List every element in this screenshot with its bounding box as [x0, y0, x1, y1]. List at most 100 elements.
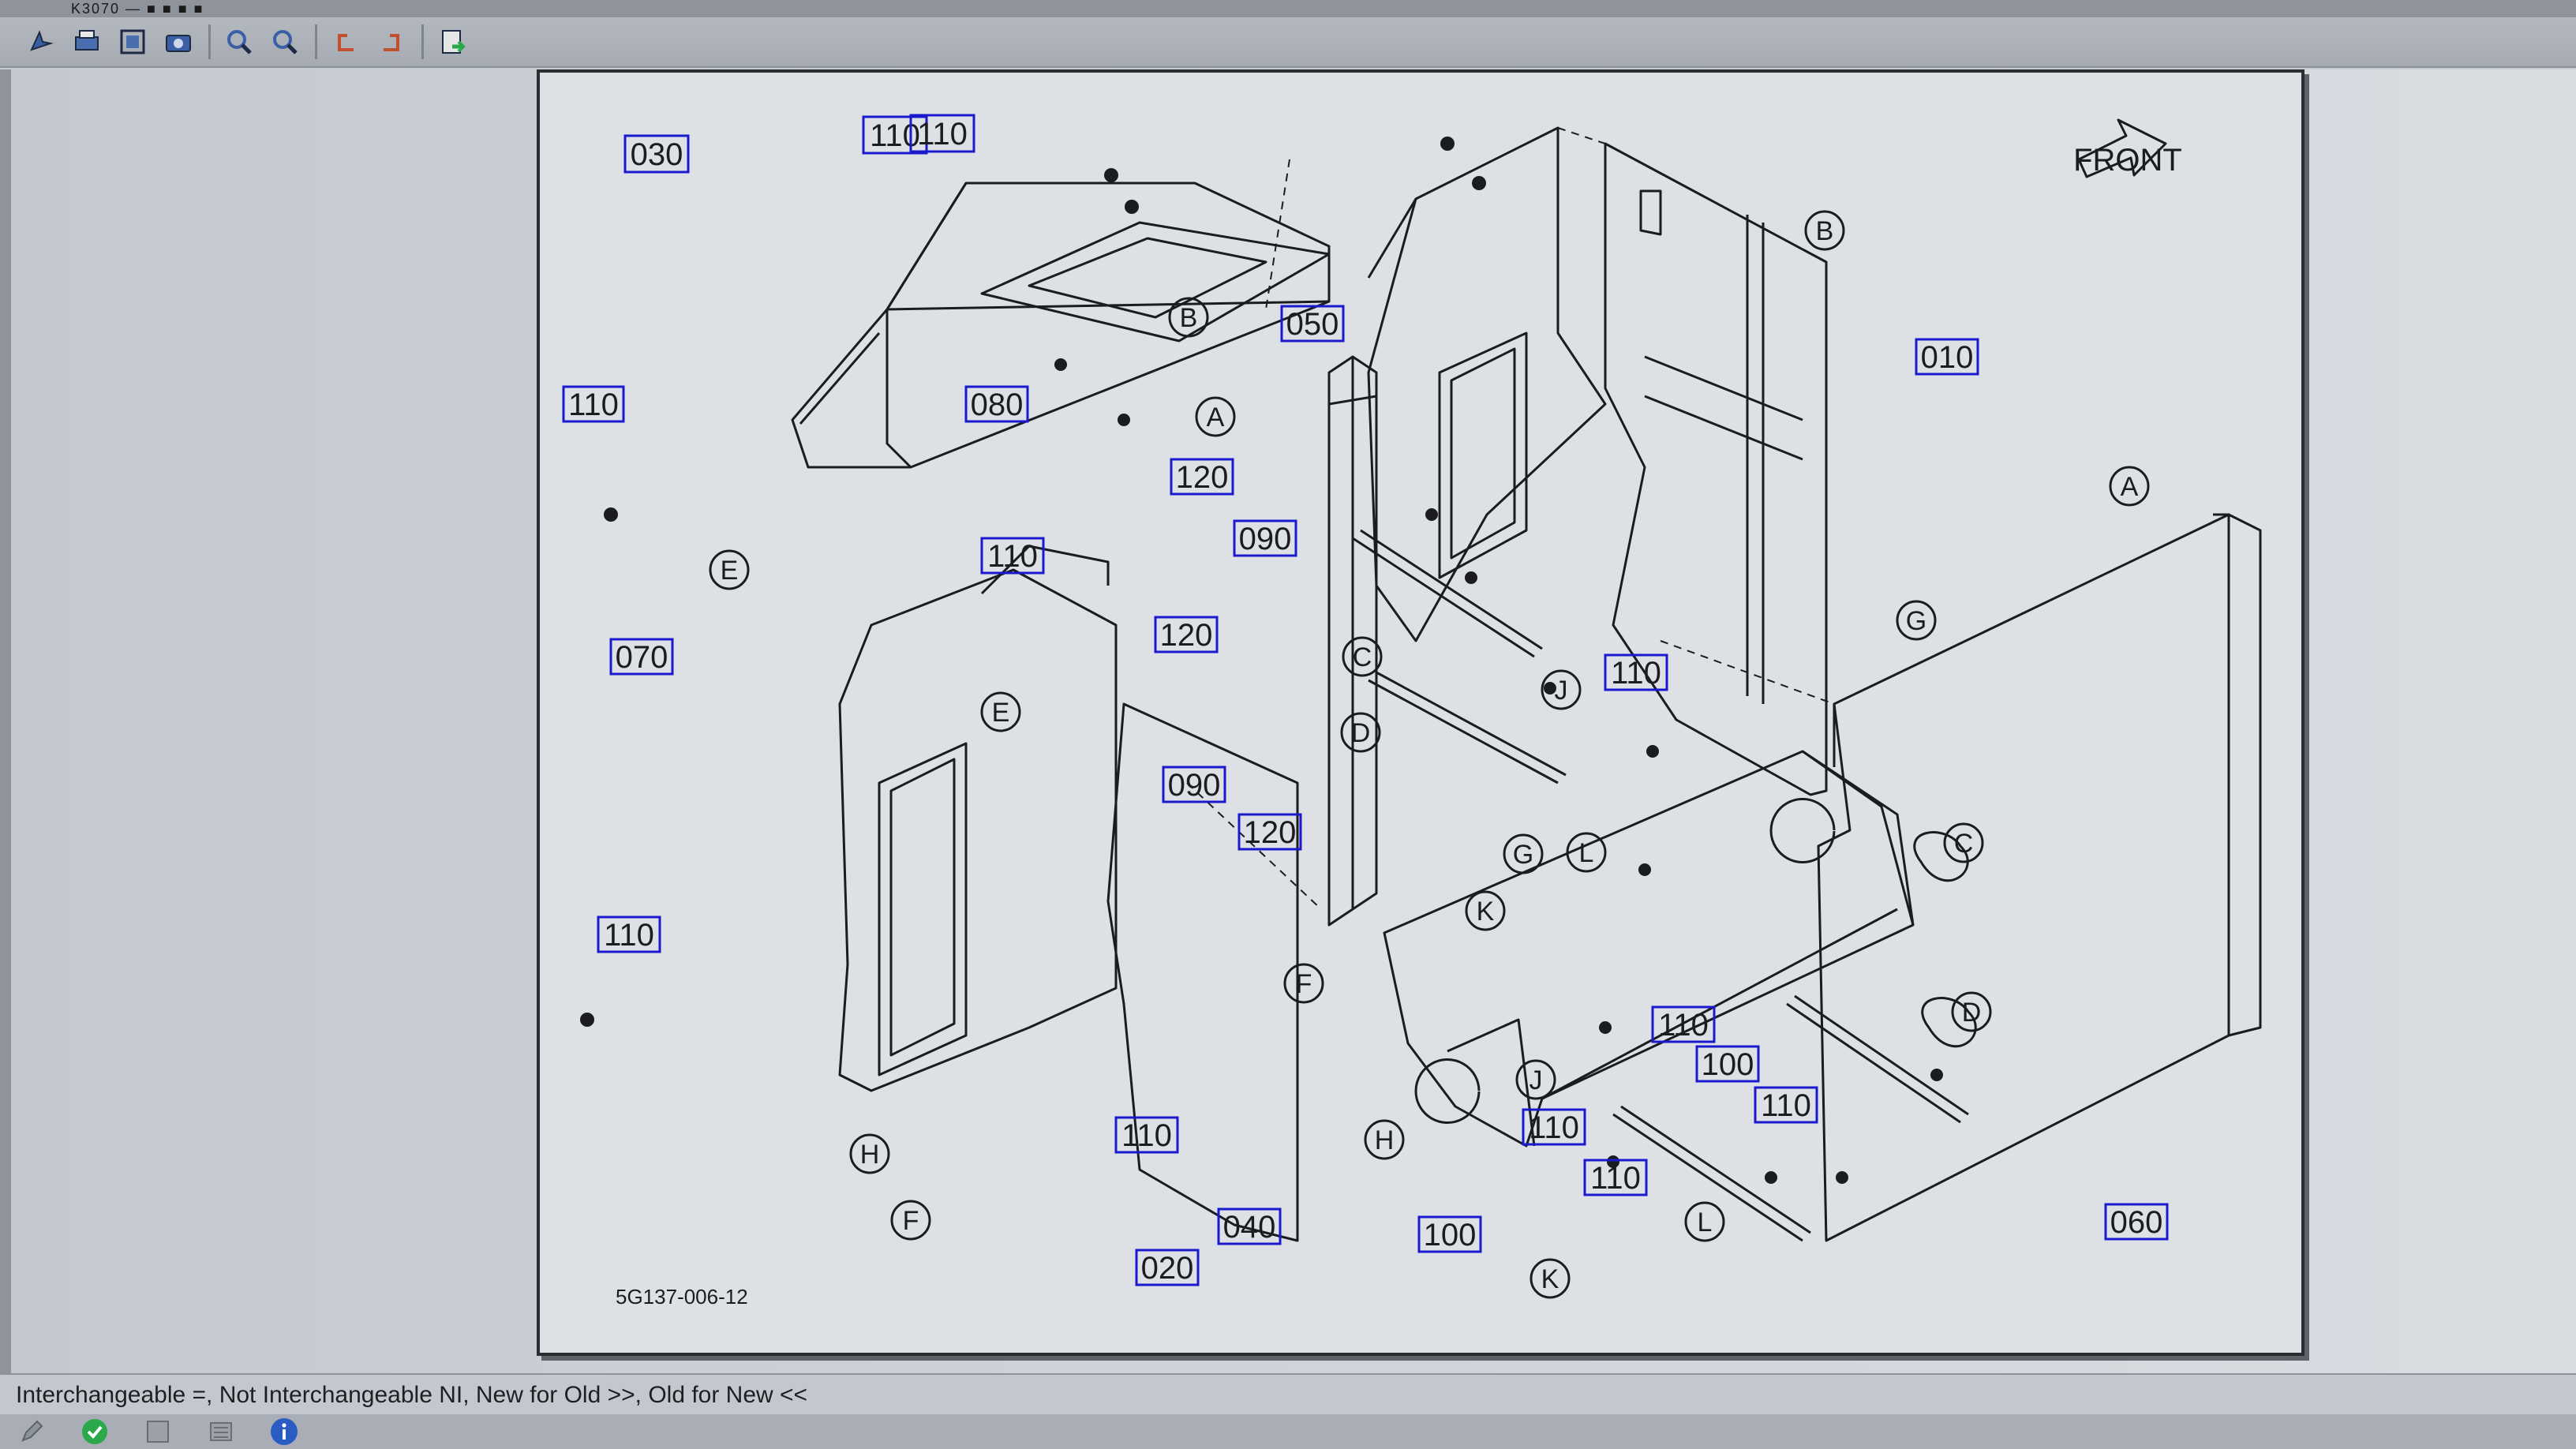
ref-letter-J: J — [1541, 669, 1582, 710]
exploded-parts-diagram: 030 110 110 110 080 120 110 090 120 050 … — [562, 114, 2262, 1309]
window-title: K3070 — ■ ■ ■ ■ — [71, 1, 204, 17]
svg-text:B: B — [1816, 216, 1834, 246]
part-label-060[interactable]: 060 — [2104, 1203, 2169, 1241]
ref-letter-L: L — [1684, 1201, 1725, 1242]
svg-text:H: H — [860, 1140, 880, 1170]
part-010-side-frame — [1604, 142, 1828, 796]
camera-button[interactable] — [161, 24, 196, 59]
info-button[interactable] — [268, 1416, 300, 1447]
part-label-110[interactable]: 110 — [1583, 1159, 1648, 1196]
pointer-tool-button[interactable] — [24, 24, 58, 59]
svg-text:120: 120 — [1244, 815, 1297, 850]
part-label-030[interactable]: 030 — [623, 134, 690, 174]
part-label-110[interactable]: 110 — [1604, 653, 1668, 691]
zoom-out-button[interactable] — [268, 24, 302, 59]
part-label-110[interactable]: 110 — [1522, 1108, 1586, 1146]
svg-text:110: 110 — [568, 388, 619, 422]
part-label-120[interactable]: 120 — [1154, 616, 1219, 653]
zoom-out-icon — [273, 30, 298, 54]
window-left-edge — [0, 69, 11, 1380]
svg-text:G: G — [1513, 840, 1533, 870]
forward-button[interactable] — [374, 24, 409, 59]
part-label-020[interactable]: 020 — [1135, 1249, 1200, 1286]
fit-window-button[interactable] — [115, 24, 150, 59]
part-label-040[interactable]: 040 — [1217, 1208, 1282, 1245]
part-label-110[interactable]: 110 — [562, 385, 625, 423]
part-090-bars — [1352, 529, 1567, 784]
svg-text:110: 110 — [1121, 1118, 1172, 1153]
svg-text:K: K — [1541, 1264, 1559, 1294]
part-label-080[interactable]: 080 — [964, 385, 1029, 423]
part-070-left-frame — [838, 545, 1118, 1092]
list-icon — [210, 1422, 232, 1441]
toolbar-separator — [315, 24, 317, 59]
svg-text:110: 110 — [604, 918, 654, 953]
svg-text:J: J — [1530, 1065, 1543, 1095]
svg-text:100: 100 — [1702, 1047, 1754, 1082]
part-label-100[interactable]: 100 — [1695, 1045, 1760, 1083]
leader-lines — [1186, 127, 1835, 910]
toolbar — [0, 17, 2576, 68]
back-arrow-icon — [338, 34, 354, 51]
ref-letter-K: K — [1465, 890, 1506, 931]
svg-text:110: 110 — [1611, 656, 1661, 691]
svg-text:110: 110 — [1658, 1008, 1709, 1043]
part-label-110[interactable]: 110 — [909, 114, 975, 153]
svg-text:E: E — [721, 556, 739, 586]
list-button[interactable] — [205, 1416, 237, 1447]
svg-text:110: 110 — [1529, 1110, 1579, 1145]
svg-text:100: 100 — [1424, 1218, 1477, 1252]
svg-text:120: 120 — [1176, 460, 1229, 495]
part-label-110[interactable]: 110 — [1754, 1086, 1818, 1124]
svg-text:030: 030 — [631, 137, 683, 172]
interchangeability-legend: Interchangeable =, Not Interchangeable N… — [16, 1382, 808, 1408]
check-icon — [82, 1419, 107, 1444]
ref-letter-G: G — [1896, 600, 1937, 641]
status-legend-bar: Interchangeable =, Not Interchangeable N… — [0, 1373, 2576, 1414]
svg-text:110: 110 — [870, 118, 920, 153]
svg-text:L: L — [1579, 838, 1594, 868]
ref-letter-F: F — [890, 1200, 931, 1241]
ref-letter-B: B — [1168, 297, 1209, 338]
edit-button[interactable] — [16, 1416, 47, 1447]
forward-arrow-icon — [384, 34, 399, 51]
part-label-070[interactable]: 070 — [609, 638, 674, 676]
front-label: FRONT — [2073, 143, 2182, 178]
back-button[interactable] — [328, 24, 363, 59]
svg-text:G: G — [1906, 606, 1926, 636]
print-button[interactable] — [69, 24, 104, 59]
svg-text:A: A — [1207, 402, 1225, 432]
svg-text:D: D — [1962, 998, 1982, 1028]
part-080-bracket — [1327, 355, 1378, 927]
svg-text:E: E — [992, 698, 1010, 728]
pencil-icon — [21, 1420, 43, 1442]
part-label-110[interactable]: 110 — [1651, 1005, 1716, 1043]
confirm-button[interactable] — [79, 1416, 110, 1447]
part-label-120[interactable]: 120 — [1237, 813, 1302, 851]
part-label-010[interactable]: 010 — [1915, 338, 1979, 376]
export-button[interactable] — [435, 24, 470, 59]
part-label-090[interactable]: 090 — [1233, 519, 1297, 557]
svg-text:D: D — [1351, 718, 1371, 748]
save-button[interactable] — [142, 1416, 174, 1447]
svg-text:090: 090 — [1168, 768, 1221, 803]
ref-letter-E: E — [980, 691, 1021, 732]
toolbar-separator — [208, 24, 211, 59]
part-label-110[interactable]: 110 — [980, 537, 1045, 575]
part-label-120[interactable]: 120 — [1170, 458, 1234, 496]
ref-letter-F: F — [1283, 963, 1324, 1004]
ref-letter-E: E — [709, 549, 750, 590]
part-label-110[interactable]: 110 — [1114, 1116, 1179, 1154]
part-label-100[interactable]: 100 — [1417, 1215, 1482, 1253]
svg-text:020: 020 — [1141, 1251, 1194, 1286]
svg-text:110: 110 — [917, 117, 968, 152]
part-label-110[interactable]: 110 — [597, 915, 661, 953]
part-label-090[interactable]: 090 — [1162, 766, 1226, 803]
ref-letter-D: D — [1340, 712, 1381, 753]
bolts — [580, 137, 1943, 1184]
zoom-in-button[interactable] — [222, 24, 256, 59]
part-030-roof-cover — [791, 182, 1331, 469]
part-label-050[interactable]: 050 — [1280, 305, 1345, 343]
ref-letter-D: D — [1951, 991, 1992, 1032]
svg-text:A: A — [2121, 472, 2139, 502]
